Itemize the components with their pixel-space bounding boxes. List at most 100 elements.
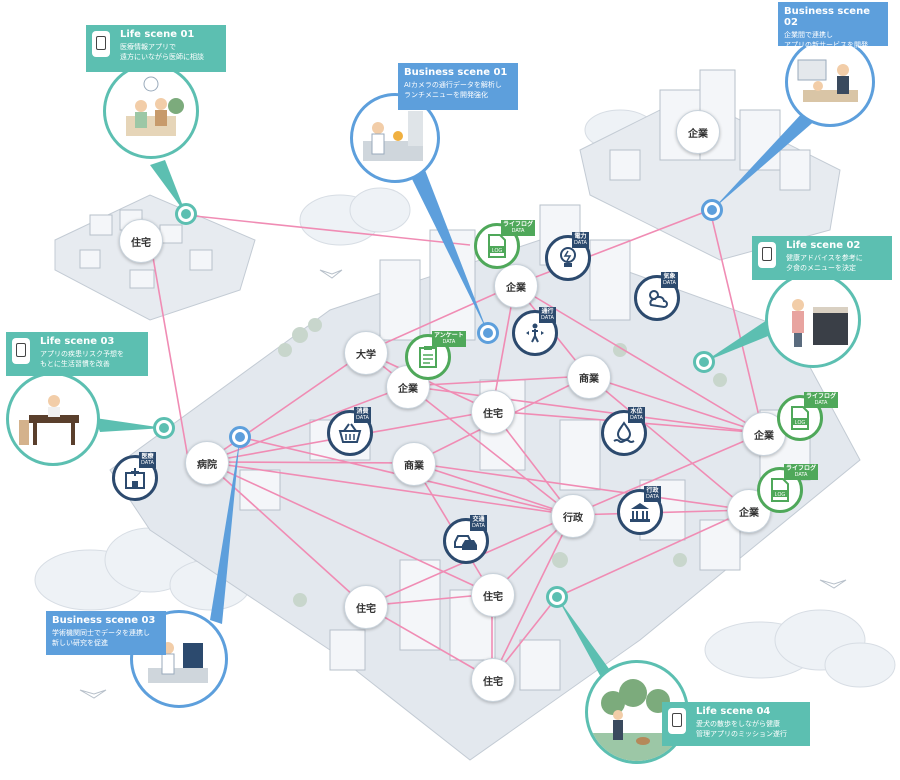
- callout-line: 企業間で連携し: [784, 31, 833, 39]
- connection-dot-life02: [693, 351, 715, 373]
- node-jutaku-s1: 住宅: [344, 585, 388, 629]
- node-shogyo-right: 商業: [567, 355, 611, 399]
- callout-life02: Life scene 02 健康アドバイスを参考に 夕食のメニューを決定: [752, 236, 892, 280]
- callout-line: 新しい研究を促進: [52, 639, 108, 647]
- node-gyosei: 行政: [551, 494, 595, 538]
- connection-dot-life03: [153, 417, 175, 439]
- clouds: [34, 109, 896, 688]
- connection-dot-life01: [175, 203, 197, 225]
- callout-title: Life scene 01: [120, 29, 195, 40]
- callout-biz03: Business scene 03 学術機関同士でデータを連携し 新しい研究を促…: [46, 611, 166, 655]
- pedestrian-icon: [526, 323, 544, 343]
- callout-line: AIカメラの通行データを解析し: [404, 81, 502, 89]
- callout-line: アプリの疾患リスク予想を: [40, 350, 124, 358]
- callout-line: 医療情報アプリで: [120, 43, 176, 51]
- hospital-icon: [125, 468, 145, 489]
- callout-biz01: Business scene 01 AIカメラの通行データを解析し ランチメニュ…: [398, 63, 518, 110]
- connection-dot-biz02: [701, 199, 723, 221]
- log-document-icon: LOG: [771, 478, 789, 502]
- home-kitchen-illustration: [792, 299, 848, 347]
- callout-title: Life scene 04: [696, 706, 771, 717]
- callout-line: 遠方にいながら医師に相談: [120, 53, 204, 61]
- kitchen-illustration: [363, 111, 423, 161]
- callout-line: ランチメニューを開発強化: [404, 91, 488, 99]
- doctor-consultation-illustration: [126, 76, 184, 136]
- callout-title: Life scene 02: [786, 240, 861, 251]
- callout-biz02: Business scene 02 企業間で連携し アプリの新サービスを開発: [778, 2, 888, 49]
- smartphone-icon: [92, 31, 110, 57]
- svg-text:LOG: LOG: [775, 492, 786, 498]
- callout-pointers: [95, 110, 818, 690]
- log-document-icon: LOG: [791, 406, 809, 430]
- node-daigaku: 大学: [344, 331, 388, 375]
- dining-table-illustration: [19, 395, 79, 445]
- callout-title: Business scene 01: [404, 67, 508, 78]
- callout-line: 夕食のメニューを決定: [786, 264, 856, 272]
- birds: [79, 269, 847, 699]
- callout-line: 健康アドバイスを参考に: [786, 254, 863, 262]
- cars-icon: [454, 535, 477, 550]
- node-byoin: 病院: [185, 441, 229, 485]
- callout-line: 愛犬の散歩をしながら健康: [696, 720, 780, 728]
- laboratory-illustration: [148, 642, 208, 683]
- node-shogyo-center: 商業: [392, 442, 436, 486]
- callout-line: 学術機関同士でデータを連携し: [52, 629, 150, 637]
- shopping-basket-icon: [338, 423, 362, 443]
- connection-dot-biz03: [229, 426, 251, 448]
- smartphone-icon: [668, 708, 686, 734]
- callout-life04: Life scene 04 愛犬の散歩をしながら健康 管理アプリのミッション遂行: [662, 702, 810, 746]
- clipboard-icon: [419, 346, 437, 368]
- government-building-icon: [630, 503, 650, 522]
- callout-title: Business scene 03: [52, 615, 156, 626]
- node-jutaku-s3: 住宅: [471, 658, 515, 702]
- callout-title: Life scene 03: [40, 336, 115, 347]
- scene-life03-illustration: [6, 372, 100, 466]
- node-jutaku-nw: 住宅: [119, 219, 163, 263]
- scene-life02-illustration: [765, 272, 861, 368]
- callout-title: Business scene 02: [784, 6, 870, 28]
- log-document-icon: LOG: [488, 234, 506, 258]
- weather-icon: [649, 290, 668, 309]
- svg-text:LOG: LOG: [795, 420, 806, 426]
- svg-text:LOG: LOG: [492, 248, 503, 254]
- callout-line: もとに生活習慣を改善: [40, 360, 110, 368]
- callout-life01: Life scene 01 医療情報アプリで 遠方にいながら医師に相談: [86, 25, 226, 72]
- trees: [278, 318, 727, 607]
- node-jutaku-center: 住宅: [471, 390, 515, 434]
- smartphone-icon: [758, 242, 776, 268]
- scene-life01-illustration: [103, 63, 199, 159]
- meeting-illustration: [797, 59, 858, 102]
- node-kigyo-top: 企業: [494, 264, 538, 308]
- smartphone-icon: [12, 338, 30, 364]
- callout-line: アプリの新サービスを開発: [784, 41, 868, 49]
- node-kigyo-ne: 企業: [676, 110, 720, 154]
- connection-dot-biz01: [477, 322, 499, 344]
- connection-dot-life04: [546, 586, 568, 608]
- node-jutaku-s2: 住宅: [471, 573, 515, 617]
- lightbulb-icon: [560, 247, 576, 267]
- callout-line: 管理アプリのミッション遂行: [696, 730, 787, 738]
